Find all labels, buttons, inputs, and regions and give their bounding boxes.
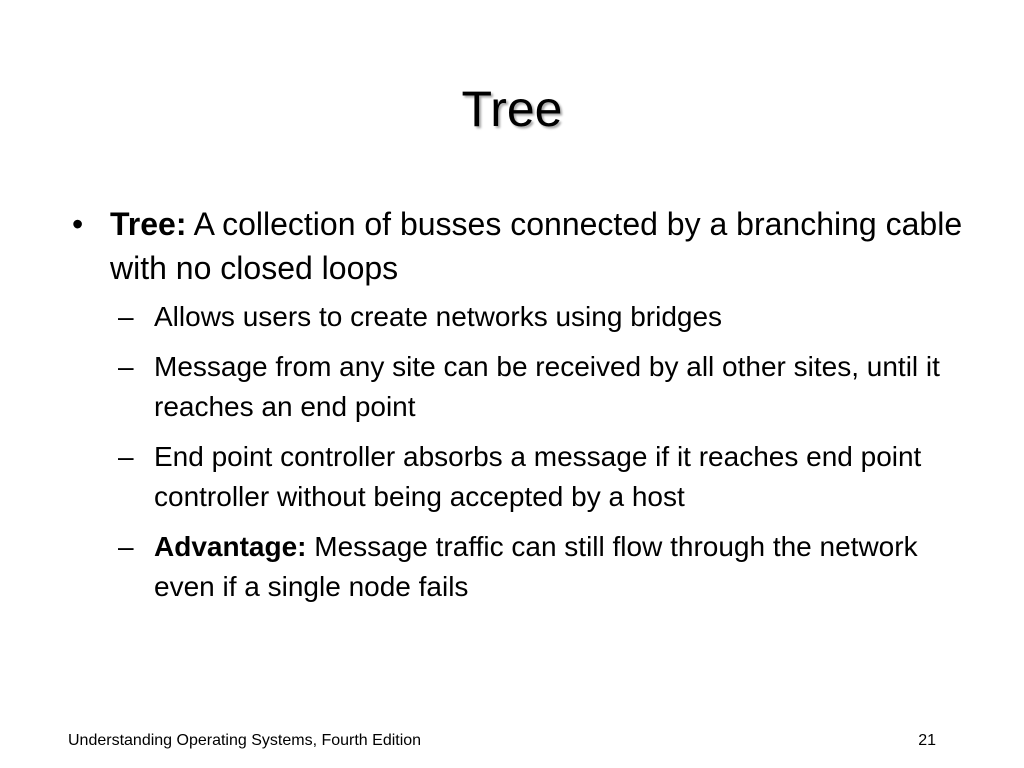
dash-marker: – xyxy=(118,441,134,472)
sub-bullet-item: – Advantage: Message traffic can still f… xyxy=(62,527,972,607)
sub-bullet-text: End point controller absorbs a message i… xyxy=(154,441,922,512)
slide-content: • Tree: A collection of busses connected… xyxy=(62,202,972,617)
bullet-term: Tree: xyxy=(110,206,187,242)
sub-bullet-item: – Allows users to create networks using … xyxy=(62,297,972,337)
sub-bullet-item: – Message from any site can be received … xyxy=(62,347,972,427)
dash-marker: – xyxy=(118,301,134,332)
sub-bullet-item: – End point controller absorbs a message… xyxy=(62,437,972,517)
page-number: 21 xyxy=(918,732,936,749)
bullet-marker: • xyxy=(72,206,84,242)
bullet-text: A collection of busses connected by a br… xyxy=(110,206,963,286)
sub-bullet-text: Allows users to create networks using br… xyxy=(154,301,723,332)
footer-source: Understanding Operating Systems, Fourth … xyxy=(68,732,422,749)
slide-title: Tree xyxy=(461,81,563,137)
bullet-item: • Tree: A collection of busses connected… xyxy=(62,202,972,290)
sub-bullet-text: Message from any site can be received by… xyxy=(154,351,940,422)
dash-marker: – xyxy=(118,351,134,382)
sub-bullet-list: – Allows users to create networks using … xyxy=(62,297,972,607)
dash-marker: – xyxy=(118,531,134,562)
sub-bullet-term: Advantage: xyxy=(154,531,307,562)
sub-bullet-text: Message traffic can still flow through t… xyxy=(154,531,918,602)
